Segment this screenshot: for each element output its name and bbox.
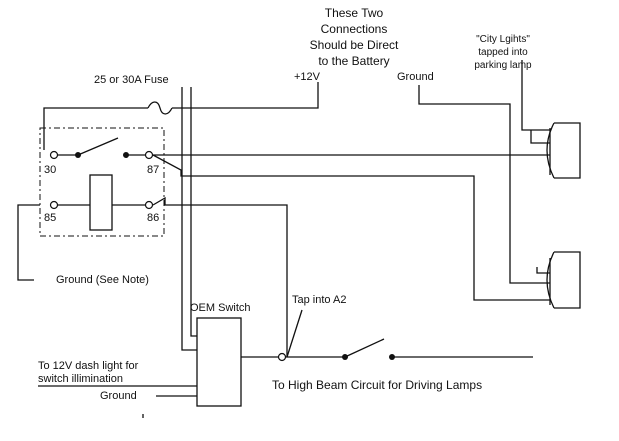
terminal-30: [49, 150, 59, 160]
ground-bottom-label: Ground: [100, 390, 137, 402]
tap-leader: [286, 309, 303, 358]
dash-light-line-2: switch illimination: [38, 373, 123, 385]
lamp-lower-link: [536, 267, 550, 274]
oem-switch-feed-wire-2: [190, 87, 197, 337]
battery-note-line-2: Connections: [321, 22, 388, 36]
terminal-85: [49, 200, 59, 210]
ground-note-label: Ground (See Note): [56, 274, 149, 286]
oem-switch-feed-wire: [181, 87, 197, 351]
pin-86-label: 86: [147, 212, 159, 224]
pin-85-label: 85: [44, 212, 56, 224]
wire-86-to-switch: [152, 196, 288, 357]
plus-12v-label: +12V: [294, 71, 321, 83]
city-lights-wire: [521, 60, 550, 131]
wire-87-lower: [152, 154, 550, 301]
fuse-label: 25 or 30A Fuse: [94, 74, 169, 86]
ground-wire-lamps: [418, 85, 550, 284]
city-lights-line-2: tapped into: [478, 47, 528, 58]
terminal-87: [144, 150, 154, 160]
battery-plus-wire: [172, 82, 319, 109]
city-lights-line-1: "City Lgihts": [476, 34, 530, 45]
driving-lamp-upper: [546, 122, 581, 179]
relay-coil: [89, 174, 113, 231]
ground-wire-85: [17, 204, 40, 281]
terminal-tap-a2: [277, 352, 287, 362]
battery-note-line-3: Should be Direct: [310, 38, 399, 52]
battery-note-line-4: to the Battery: [318, 54, 389, 68]
battery-note-line-1: These Two: [325, 6, 384, 20]
fuse-feed-wire: [43, 107, 148, 150]
dash-light-line-1: To 12V dash light for: [38, 360, 139, 372]
ground-top-label: Ground: [397, 71, 434, 83]
terminal-86: [144, 200, 154, 210]
city-lights-line-3: parking lamp: [474, 60, 532, 71]
pin-87-label: 87: [147, 164, 159, 176]
driving-lamp-lower: [546, 251, 581, 309]
tap-a2-label: Tap into A2: [292, 294, 346, 306]
high-beam-label: To High Beam Circuit for Driving Lamps: [272, 378, 482, 392]
oem-switch-box: [196, 317, 242, 407]
relay-box: [39, 127, 165, 237]
pin-30-label: 30: [44, 164, 56, 176]
fuse-symbol: [147, 101, 173, 115]
relay-switch-arm: [77, 137, 119, 156]
high-beam-switch-arm: [344, 338, 385, 358]
oem-switch-label: OEM Switch: [190, 302, 251, 314]
lamp-upper-link: [530, 130, 550, 144]
